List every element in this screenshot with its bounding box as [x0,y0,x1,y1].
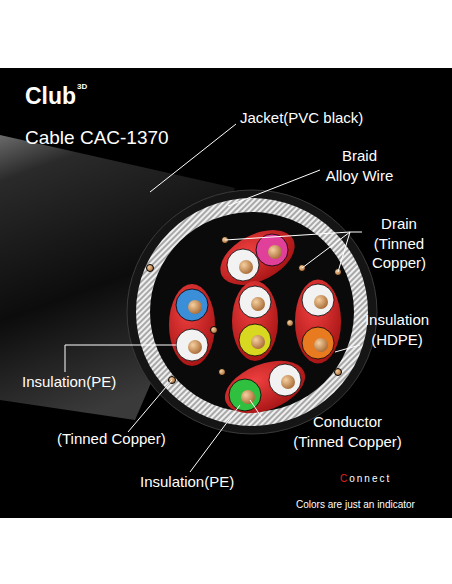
drains [147,237,342,384]
part-label: Drain (Tinned Copper) [363,214,435,273]
conductor [188,300,202,314]
insulation [269,364,301,396]
conductor [188,340,202,354]
conductor [314,295,328,309]
leader-line [335,345,360,352]
conductor [251,297,265,311]
foil-shield [295,280,341,364]
insulations [176,234,334,411]
conductor [268,245,282,259]
conductor [241,390,255,404]
conductor [281,375,295,389]
insulation [239,324,271,356]
insulation [229,379,261,411]
part-label: Braid Alloy Wire [325,146,394,185]
background [0,68,452,518]
insulation [239,286,271,318]
drain-wire [219,369,226,376]
part-label: (Tinned Copper) [57,429,207,449]
title: Cable CAC-1370 [25,126,245,151]
insulation [227,249,259,281]
core [150,212,354,412]
leader-line [65,345,176,372]
braid [136,198,368,426]
part-label: Conductor (Tinned Copper) [290,412,405,451]
foil-shield [169,284,215,366]
jacket-end [127,190,377,434]
caption: Colors are just an indicator [296,498,452,511]
foil-shield [232,281,278,361]
conductor [239,260,253,274]
drain-wire [287,320,294,327]
brand-logo-sup: 3D [77,82,87,92]
leader-line [338,232,350,272]
conductor [251,335,265,349]
insulation [256,234,288,266]
insulation [176,289,208,321]
part-label: Insulation(PE) [22,372,162,392]
brand-connect: Connect [340,472,440,485]
leader-line [228,170,320,206]
insulation [302,284,334,316]
leader-line [128,380,172,432]
leader-line [250,400,262,418]
leader-line [302,232,350,268]
insulation [176,329,208,361]
part-label: Jacket(PVC black) [240,108,430,128]
conductor [314,338,328,352]
foil-shield [218,350,313,423]
drain-wire [147,265,154,272]
conductors [188,245,328,404]
shields [169,219,341,424]
part-label: Insulation (HDPE) [356,310,438,349]
drain-wire [335,369,342,376]
brand-logo: Club [25,82,76,112]
part-label: Insulation(PE) [140,472,280,492]
drain-wire [211,327,218,334]
leader-line [190,405,240,472]
insulation [302,327,334,359]
